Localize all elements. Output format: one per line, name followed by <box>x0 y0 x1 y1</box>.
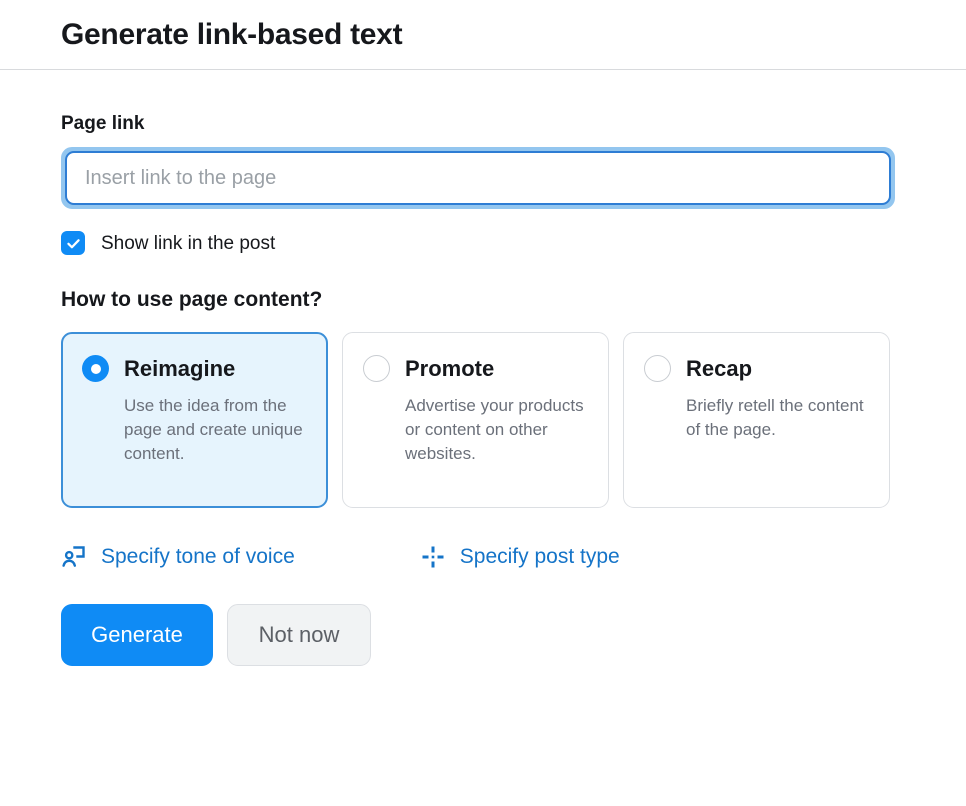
radio-promote[interactable] <box>363 355 390 382</box>
content-usage-heading: How to use page content? <box>61 288 323 311</box>
not-now-button[interactable]: Not now <box>227 604 371 666</box>
show-link-checkbox-row[interactable]: Show link in the post <box>61 231 905 255</box>
page-title: Generate link-based text <box>61 17 403 51</box>
option-card-header: Recap <box>644 355 869 382</box>
specify-post-type-link[interactable]: Specify post type <box>420 544 620 570</box>
generate-button[interactable]: Generate <box>61 604 213 666</box>
person-speech-bubble-icon <box>61 544 87 570</box>
show-link-checkbox-label: Show link in the post <box>101 232 276 254</box>
option-description: Briefly retell the content of the page. <box>686 396 864 440</box>
option-card-header: Reimagine <box>82 355 307 382</box>
radio-recap[interactable] <box>644 355 671 382</box>
action-link-label: Specify post type <box>459 545 620 568</box>
option-description: Use the idea from the page and create un… <box>124 396 303 464</box>
option-title: Reimagine <box>124 355 236 381</box>
dashed-crosshair-icon <box>420 544 446 570</box>
checkmark-icon <box>66 238 80 248</box>
option-card-reimagine[interactable]: Reimagine Use the idea from the page and… <box>61 332 328 508</box>
show-link-checkbox[interactable] <box>61 231 85 255</box>
specify-tone-of-voice-link[interactable]: Specify tone of voice <box>61 544 295 570</box>
action-link-label: Specify tone of voice <box>101 545 295 568</box>
action-links: Specify tone of voice Specify post type <box>61 544 905 570</box>
dialog-header: Generate link-based text <box>0 0 966 70</box>
dialog-actions: Generate Not now <box>61 604 905 666</box>
radio-reimagine[interactable] <box>82 355 109 382</box>
option-card-recap[interactable]: Recap Briefly retell the content of the … <box>623 332 890 508</box>
option-description: Advertise your products or content on ot… <box>405 396 584 464</box>
page-link-input[interactable] <box>65 151 891 205</box>
option-card-promote[interactable]: Promote Advertise your products or conte… <box>342 332 609 508</box>
option-title: Recap <box>686 355 753 381</box>
content-usage-options: Reimagine Use the idea from the page and… <box>61 332 905 508</box>
page-link-label: Page link <box>61 113 145 134</box>
page-link-input-focus-ring <box>61 147 895 209</box>
dialog-body: Page link Show link in the post How to u… <box>0 70 966 666</box>
option-card-header: Promote <box>363 355 588 382</box>
option-title: Promote <box>405 355 495 381</box>
